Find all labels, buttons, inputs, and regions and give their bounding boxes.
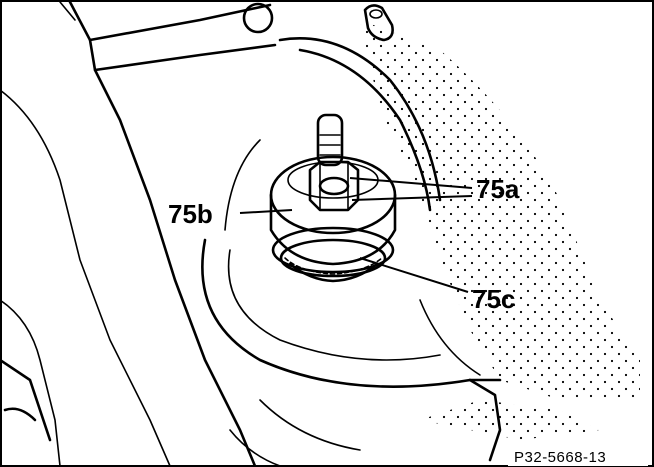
stippled-lower-panel <box>420 400 600 440</box>
leader-75a-upper <box>349 177 473 189</box>
label-75c: 75c <box>472 284 515 314</box>
strut-tower-dome <box>201 37 502 467</box>
label-75b: 75b <box>168 199 213 229</box>
leader-75a-lower <box>351 195 473 201</box>
leader-75c <box>359 257 469 293</box>
label-75a: 75a <box>476 174 520 204</box>
figure-id: P32-5668-13 <box>514 449 606 466</box>
leader-75b <box>239 209 293 214</box>
figure-id-backing <box>508 446 648 466</box>
leader-lines <box>239 177 473 293</box>
stippled-body-panel <box>360 20 640 400</box>
rubber-bearing-ring <box>271 226 395 283</box>
small-bolt-top <box>242 2 394 42</box>
